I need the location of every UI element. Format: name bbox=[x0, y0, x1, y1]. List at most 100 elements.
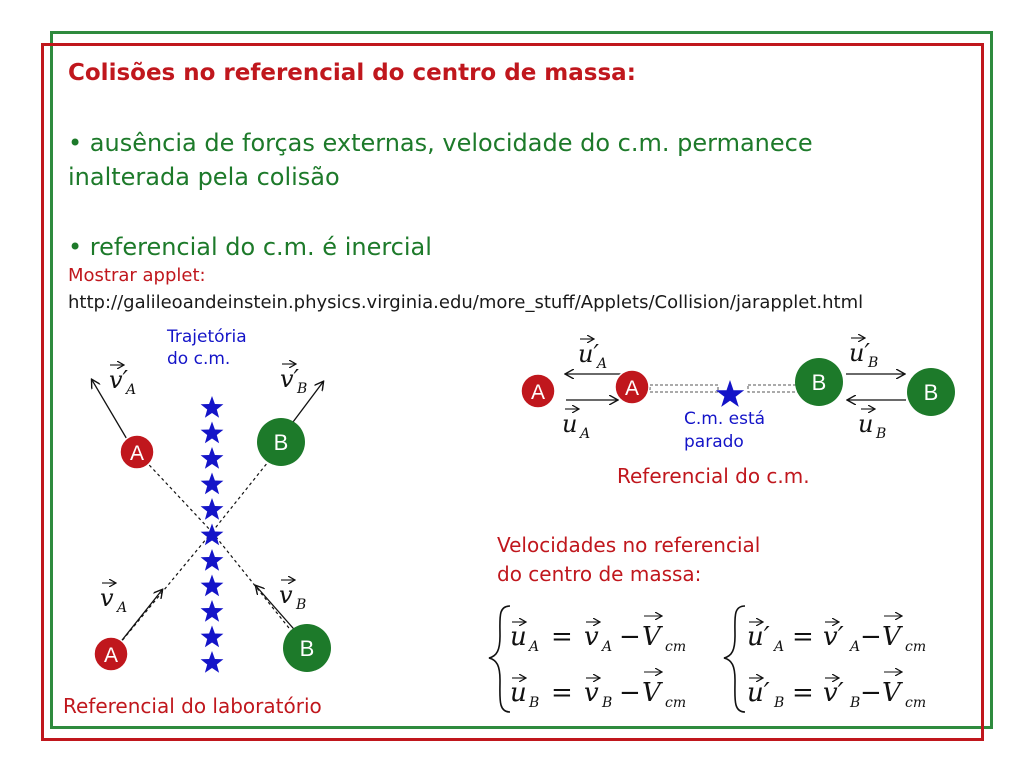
svg-text:cm: cm bbox=[905, 639, 926, 655]
lab-ball-b-bottom: B bbox=[283, 624, 331, 672]
arrow-v-prime-a bbox=[92, 380, 132, 447]
label-v-prime-a: v′ A bbox=[109, 365, 136, 398]
svg-text:cm: cm bbox=[665, 639, 686, 655]
svg-text:u′: u′ bbox=[747, 678, 770, 708]
outer-frame-red bbox=[41, 43, 984, 741]
label-v-b: v B bbox=[279, 580, 306, 613]
svg-text:A: A bbox=[124, 382, 136, 398]
cm-ball-b-right-label: B bbox=[924, 380, 939, 405]
cm-trajectory-star-icon bbox=[200, 523, 224, 546]
label-u-a: u A bbox=[562, 409, 590, 442]
svg-text:v′: v′ bbox=[109, 366, 129, 394]
cm-star-icon bbox=[715, 380, 745, 407]
svg-text:B: B bbox=[849, 695, 860, 711]
svg-text:u′: u′ bbox=[849, 339, 870, 367]
lab-frame-caption: Referencial do laboratório bbox=[63, 694, 322, 718]
svg-text:−: − bbox=[619, 678, 641, 708]
cm-ball-a-left-label: A bbox=[531, 381, 545, 404]
label-v-prime-b: v′ B bbox=[280, 364, 307, 397]
svg-text:=: = bbox=[551, 678, 573, 708]
applet-link[interactable]: http://galileoandeinstein.physics.virgin… bbox=[68, 292, 864, 313]
lab-ball-a-bottom: A bbox=[93, 636, 129, 672]
lab-ball-b-top: B bbox=[257, 418, 305, 466]
cm-ball-a-right-label: A bbox=[625, 377, 639, 400]
svg-text:v′: v′ bbox=[280, 365, 300, 393]
cm-trajectory-star-icon bbox=[200, 472, 224, 495]
label-v-a: v A bbox=[100, 583, 127, 616]
svg-text:−: − bbox=[619, 622, 641, 652]
svg-text:A: A bbox=[115, 600, 127, 616]
cm-ball-a-right: A bbox=[614, 369, 650, 405]
cm-trajectory-star-icon bbox=[200, 421, 224, 444]
svg-text:B: B bbox=[867, 355, 878, 371]
svg-text:v′: v′ bbox=[823, 678, 844, 708]
svg-text:=: = bbox=[792, 678, 814, 708]
cm-trajectory-star-icon bbox=[200, 600, 224, 622]
svg-text:B: B bbox=[875, 426, 886, 442]
svg-text:cm: cm bbox=[905, 695, 926, 711]
svg-text:A: A bbox=[848, 639, 860, 655]
svg-text:A: A bbox=[527, 639, 539, 655]
lab-ball-a-top-label: A bbox=[130, 442, 144, 465]
cm-note-line2: parado bbox=[684, 432, 744, 452]
svg-text:V: V bbox=[882, 622, 903, 652]
lab-frame-diagram: A A B B v′ A v′ B v A bbox=[92, 364, 331, 673]
cm-trajectory-star-icon bbox=[200, 447, 224, 469]
eq-u-b: u B = v B − V cm bbox=[510, 672, 686, 711]
svg-text:v: v bbox=[100, 584, 114, 612]
svg-text:v: v bbox=[584, 622, 599, 652]
svg-text:V: V bbox=[642, 678, 663, 708]
trajectory-label-line2: do c.m. bbox=[167, 349, 231, 369]
lab-ball-a-top: A bbox=[119, 434, 155, 470]
velocities-label-line1: Velocidades no referencial bbox=[497, 533, 761, 557]
cm-trajectory-stars bbox=[200, 396, 224, 673]
svg-text:u′: u′ bbox=[578, 340, 599, 368]
svg-text:=: = bbox=[551, 622, 573, 652]
cm-frame-caption: Referencial do c.m. bbox=[617, 464, 810, 488]
lab-ball-b-bottom-label: B bbox=[300, 636, 315, 661]
svg-text:v′: v′ bbox=[823, 622, 844, 652]
svg-text:B: B bbox=[295, 597, 306, 613]
right-brace bbox=[723, 605, 746, 713]
cm-dashed-bar-right bbox=[747, 384, 799, 393]
bullet-external-forces: • ausência de forças externas, velocidad… bbox=[68, 129, 813, 157]
svg-text:u′: u′ bbox=[747, 622, 770, 652]
path-a-in-dashed bbox=[136, 451, 213, 533]
svg-text:cm: cm bbox=[665, 695, 686, 711]
svg-text:A: A bbox=[578, 426, 590, 442]
cm-trajectory-star-icon bbox=[200, 574, 224, 597]
svg-text:u: u bbox=[510, 622, 527, 652]
label-u-prime-a: u′ A bbox=[578, 339, 607, 372]
svg-text:u: u bbox=[510, 678, 527, 708]
svg-text:u: u bbox=[858, 410, 873, 438]
svg-text:v: v bbox=[279, 581, 293, 609]
velocities-label-line2: do centro de massa: bbox=[497, 562, 702, 586]
cm-ball-b-right: B bbox=[907, 368, 955, 416]
svg-text:V: V bbox=[882, 678, 903, 708]
svg-text:−: − bbox=[860, 678, 882, 708]
arrow-v-b bbox=[256, 586, 301, 637]
svg-text:A: A bbox=[600, 639, 612, 655]
cm-trajectory-star-icon bbox=[200, 651, 224, 673]
cm-ball-b-left: B bbox=[795, 358, 843, 406]
lab-ball-a-bottom-label: A bbox=[104, 644, 118, 667]
svg-text:B: B bbox=[601, 695, 612, 711]
label-u-prime-b: u′ B bbox=[849, 338, 878, 371]
label-u-b: u B bbox=[858, 409, 886, 442]
eq-u-prime-b: u′ B = v′ B − V cm bbox=[747, 672, 926, 711]
svg-text:A: A bbox=[772, 639, 784, 655]
eq-u-a: u A = v A − V cm bbox=[510, 616, 686, 655]
cm-ball-a-left: A bbox=[520, 373, 556, 409]
equations-block: u A = v A − V cm u B = v B − V cm u′ bbox=[488, 605, 926, 713]
eq-u-prime-a: u′ A = v′ A − V cm bbox=[747, 616, 926, 655]
bullet-external-forces-cont: inalterada pela colisão bbox=[68, 163, 340, 191]
lab-ball-b-top-label: B bbox=[274, 430, 289, 455]
svg-text:V: V bbox=[642, 622, 663, 652]
trajectory-label-line1: Trajetória bbox=[167, 327, 247, 347]
cm-trajectory-star-icon bbox=[200, 396, 224, 418]
svg-text:u: u bbox=[562, 410, 577, 438]
cm-ball-b-left-label: B bbox=[812, 370, 827, 395]
bullet-inertial-frame: • referencial do c.m. é inercial bbox=[68, 233, 432, 261]
svg-text:=: = bbox=[792, 622, 814, 652]
